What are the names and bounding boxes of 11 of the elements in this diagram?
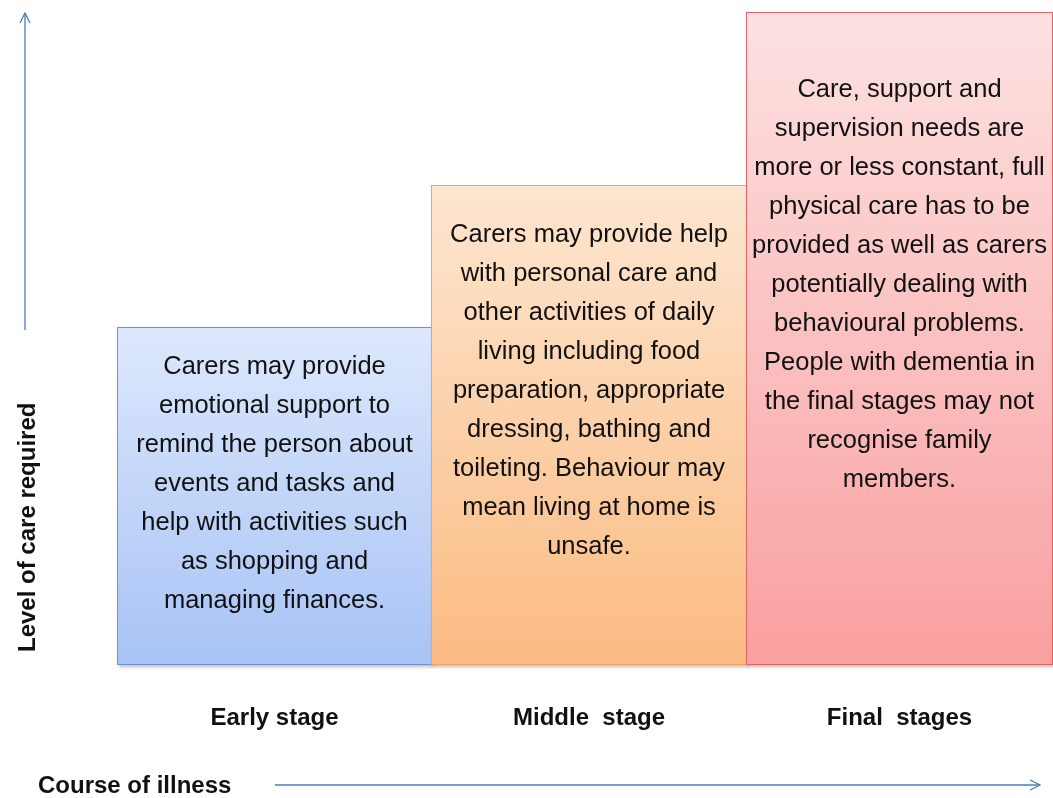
stage-box (117, 327, 432, 665)
stage-box (746, 12, 1053, 665)
axis-label: Course of illness (38, 771, 232, 798)
axis-label: Level of care required (13, 402, 41, 652)
stage-description: Carers may provide emotional support to remind the person about events and tasks and help with activities such as shopping and managing finances. (135, 350, 414, 615)
stage-label: Early stage (209, 703, 340, 731)
stage-box (431, 185, 747, 665)
stage-description: Care, support and supervision needs are more or less constant, full physical care has to be provided as well as carers potentially dealing with behavioural problems. People with dementia in the final stages may not recognise family members. (751, 73, 1048, 494)
stage-label: Middle stage (512, 703, 666, 731)
stage-label: Final stages (825, 703, 974, 731)
stage-description: Carers may provide help with personal care and other activities of daily living including food preparation, appropriate dressing, bathing and toileting. Behaviour may mean living at home is unsafe. (449, 218, 729, 561)
